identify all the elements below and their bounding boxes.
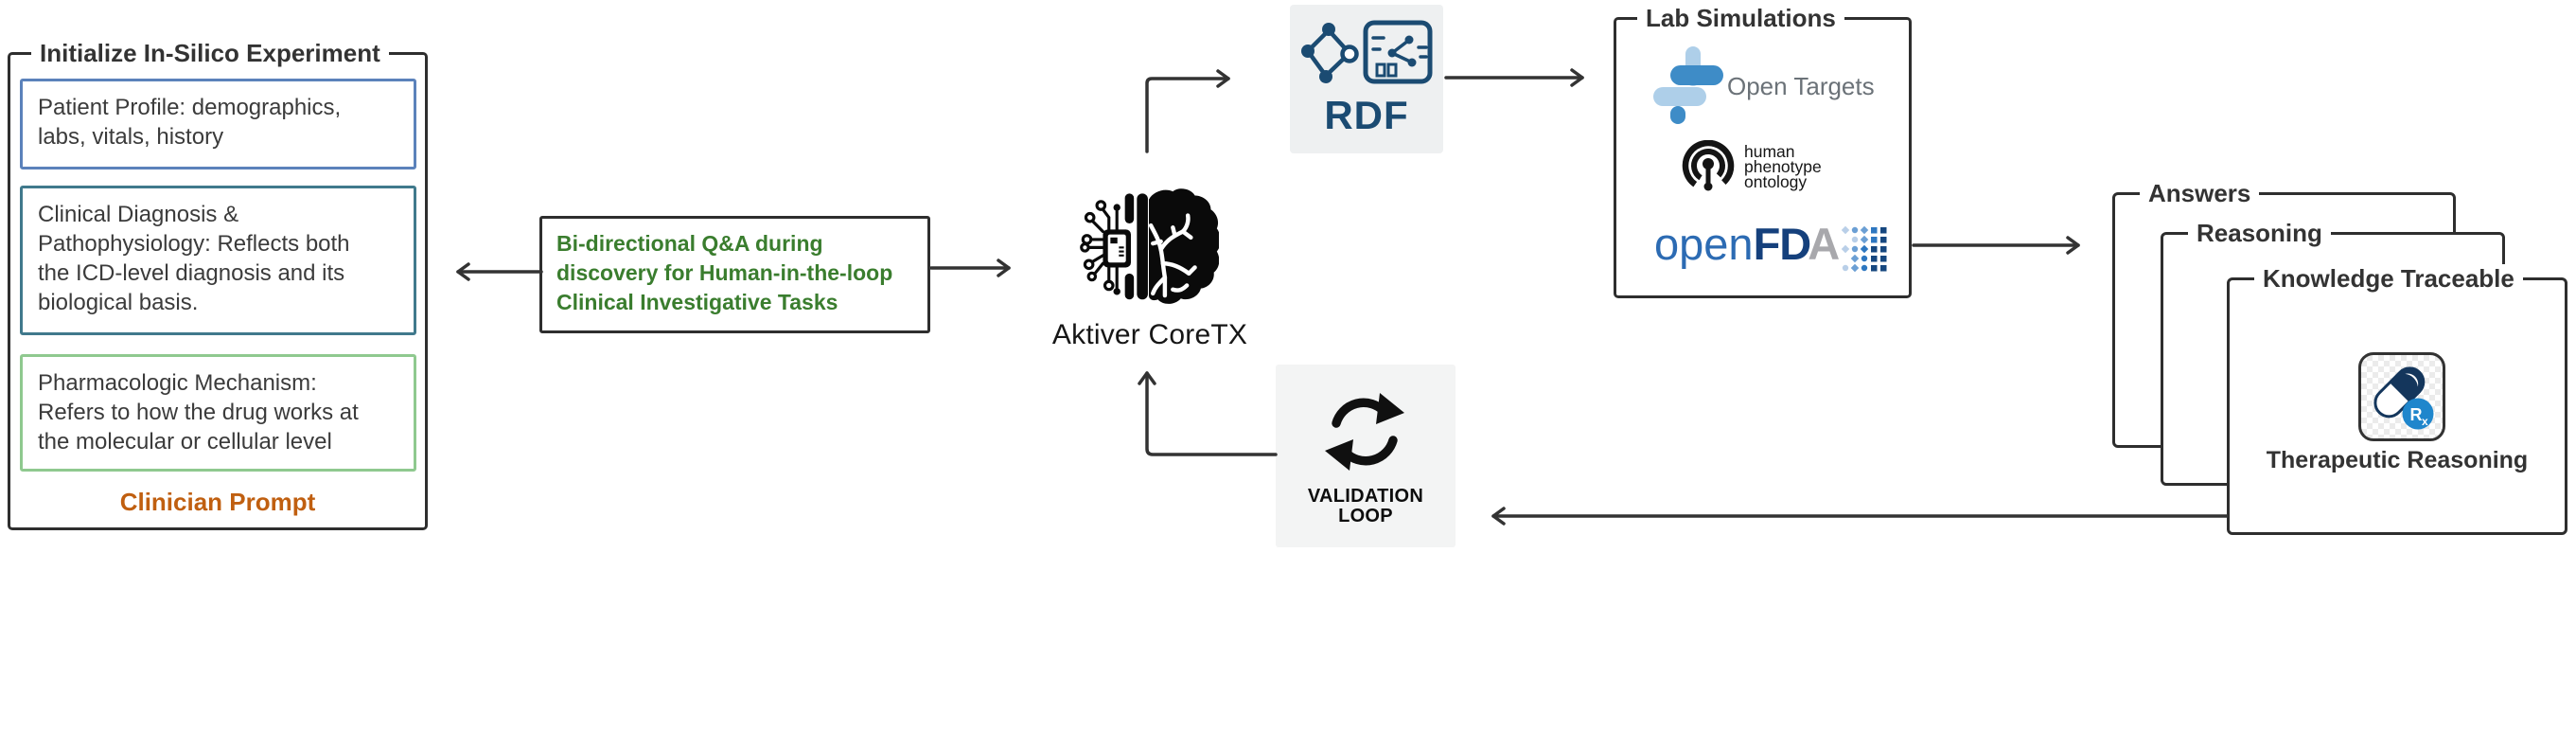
qa-box: Bi-directional Q&A during discovery for …	[539, 216, 930, 333]
rdf-box: RDF	[1290, 5, 1443, 153]
openfda-open-text: open	[1654, 219, 1754, 269]
rdf-graph-icon	[1301, 20, 1433, 84]
arrow-validation-to-core	[1138, 371, 1278, 456]
open-targets-icon	[1653, 46, 1723, 124]
patient-profile-box: Patient Profile: demographics, labs, vit…	[20, 79, 416, 169]
rx-r-text: R	[2410, 405, 2423, 424]
therapeutic-reasoning-caption: Therapeutic Reasoning	[2266, 447, 2529, 473]
pharmacologic-mechanism-box: Pharmacologic Mechanism: Refers to how t…	[20, 354, 416, 472]
knowledge-traceable-card: Knowledge Traceable R x Therapeutic Reas…	[2227, 264, 2567, 535]
clinician-prompt-caption: Clinician Prompt	[119, 488, 316, 516]
lab-simulations-box: Lab Simulations Open Targets human pheno…	[1614, 4, 1912, 298]
clinician-panel: Initialize In-Silico Experiment Patient …	[8, 39, 428, 530]
knowledge-traceable-card-title: Knowledge Traceable	[2254, 264, 2523, 293]
validation-loop-box: VALIDATION LOOP	[1276, 365, 1456, 547]
hpo-icon	[1682, 140, 1735, 192]
core-label: Aktiver CoreTX	[1051, 319, 1248, 350]
sync-loop-icon	[1325, 393, 1404, 471]
rx-x-text: x	[2422, 415, 2428, 428]
openfda-dots-icon	[1842, 226, 1887, 272]
clinician-panel-title: Initialize In-Silico Experiment	[31, 39, 389, 67]
lab-simulations-title: Lab Simulations	[1637, 4, 1844, 32]
openfda-a-text: A	[1808, 219, 1841, 269]
openfda-fd-text: FD	[1753, 219, 1812, 269]
validation-loop-label: VALIDATION LOOP	[1307, 486, 1424, 526]
hpo-label: human phenotype ontology	[1744, 142, 1822, 191]
arrow-core-to-rdf	[1145, 69, 1230, 153]
open-targets-label: Open Targets	[1727, 72, 1875, 100]
answers-card-title: Answers	[2140, 179, 2260, 207]
pill-rx-icon: R x	[2358, 352, 2445, 441]
reasoning-card-title: Reasoning	[2188, 219, 2331, 247]
rdf-label: RDF	[1324, 93, 1409, 137]
openfda-logo: openFDA	[1654, 222, 1840, 266]
brain-circuit-icon	[1080, 188, 1219, 304]
clinical-diagnosis-box: Clinical Diagnosis & Pathophysiology: Re…	[20, 186, 416, 335]
